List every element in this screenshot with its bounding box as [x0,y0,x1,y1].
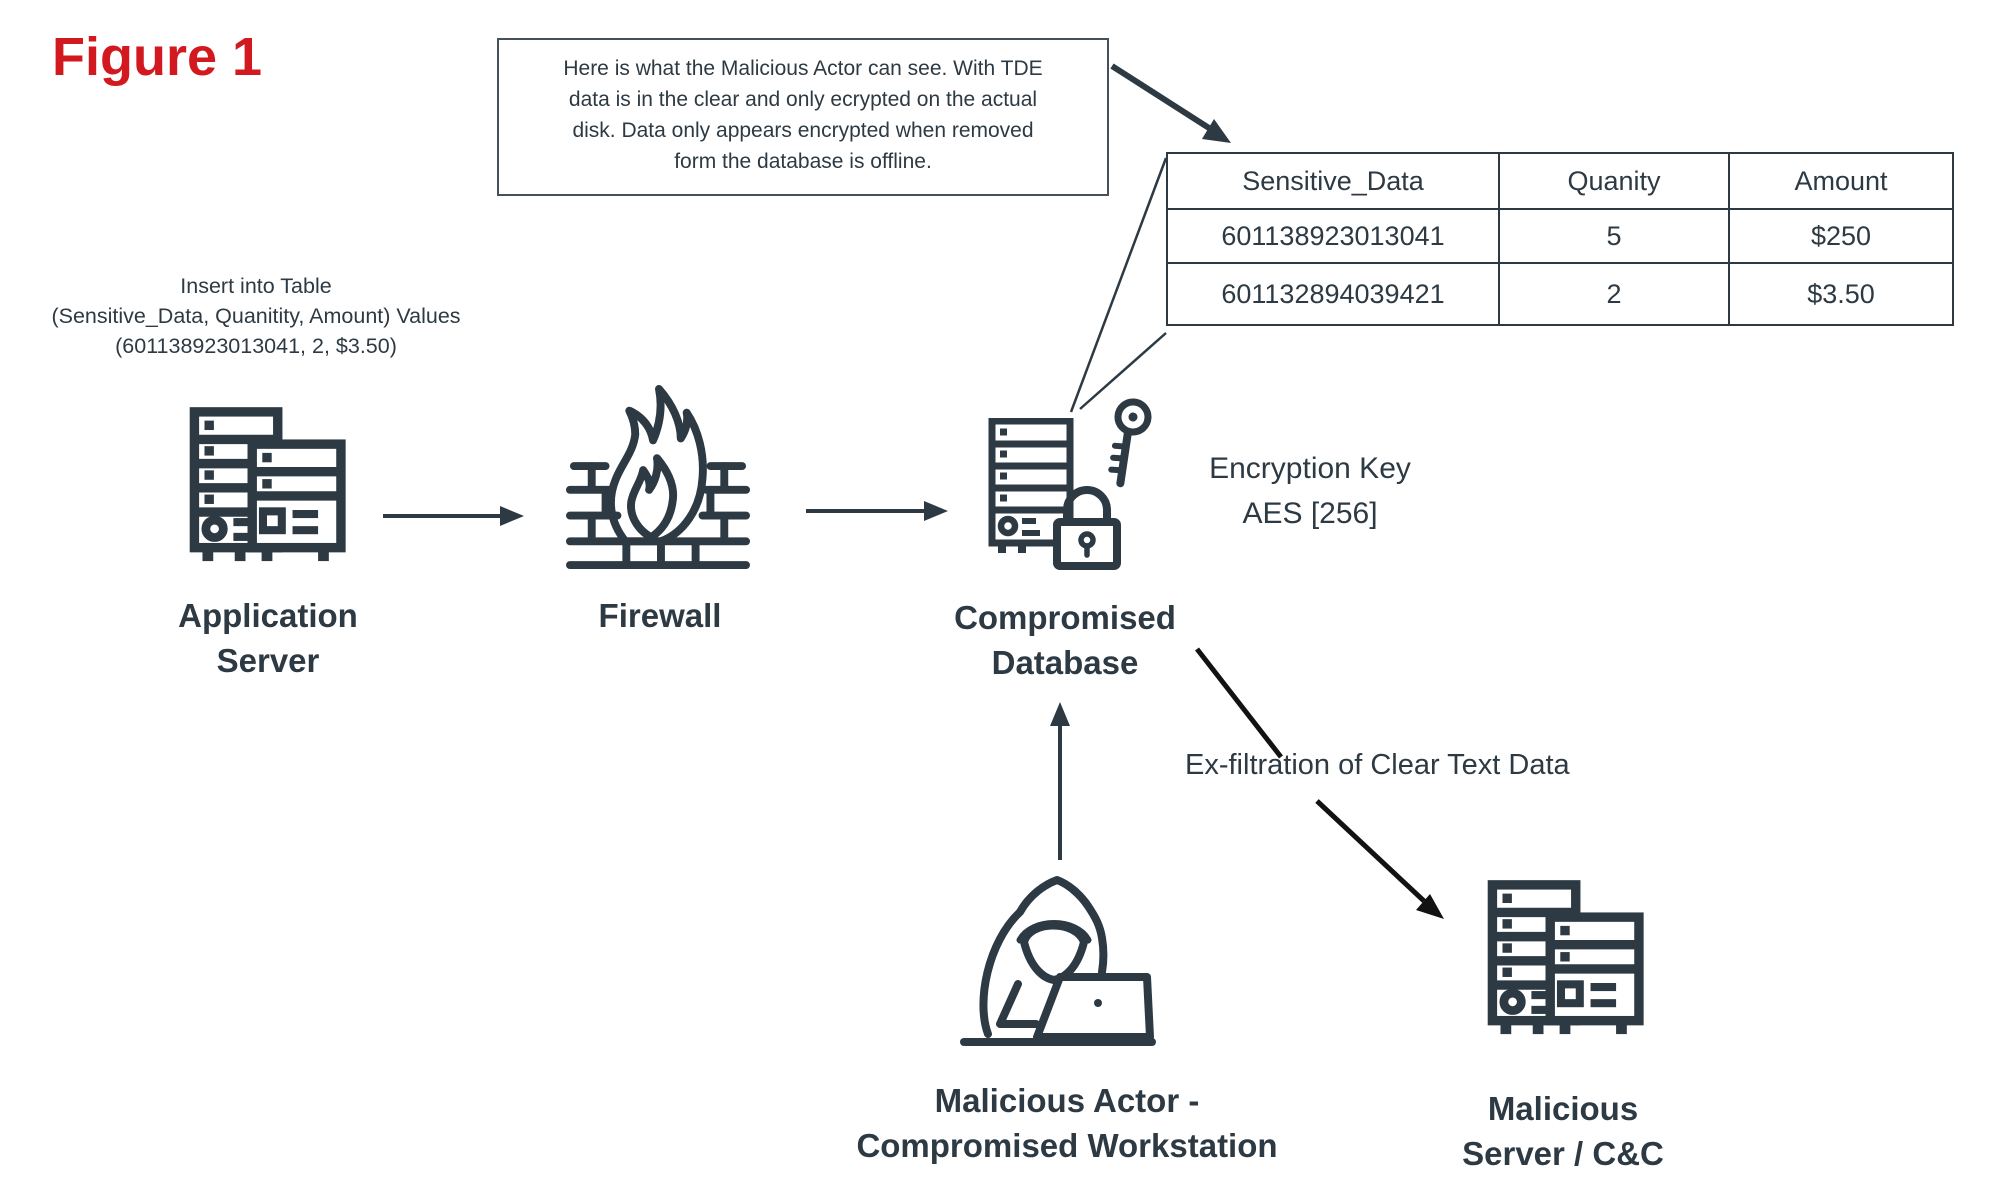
sensitive-data-table: Sensitive_Data Quanity Amount 6011389230… [1166,152,1954,326]
arrow-actor-to-database [1050,702,1070,860]
malicious-server-icon [1487,880,1644,1035]
malicious-server-label: Malicious Server / C&C [1462,1090,1664,1172]
exfiltration-label: Ex-filtration of Clear Text Data [1185,749,1570,781]
cell-amount: $3.50 [1728,262,1954,326]
arrow-callout-to-table [1110,63,1231,143]
table-header-row: Sensitive_Data Quanity Amount [1166,152,1954,210]
figure-title: Figure 1 [52,27,263,87]
arrow-exfiltration [1195,647,1444,919]
table-header-quanity: Quanity [1498,152,1730,210]
cell-quanity: 2 [1498,262,1730,326]
application-server-icon [189,407,346,562]
cell-quanity: 5 [1498,208,1730,264]
table-header-amount: Amount [1728,152,1954,210]
padlock-icon [1053,486,1121,570]
tde-callout-text: Here is what the Malicious Actor can see… [563,57,1043,173]
table-header-sensitive-data: Sensitive_Data [1166,152,1500,210]
cell-sensitive-data: 601138923013041 [1166,208,1500,264]
arrow-firewall-to-database [806,501,948,521]
hacker-workstation-icon [960,876,1156,1046]
application-server-label: Application Server [178,597,358,679]
arrow-appserver-to-firewall [383,506,524,526]
encryption-key-label: Encryption Key AES [256] [1209,452,1411,530]
tde-callout-box: Here is what the Malicious Actor can see… [497,38,1109,196]
firewall-label: Firewall [598,597,722,634]
malicious-actor-label: Malicious Actor - Compromised Workstatio… [856,1082,1278,1164]
compromised-database-label: Compromised Database [954,599,1176,681]
sql-insert-note: Insert into Table (Sensitive_Data, Quani… [51,274,461,358]
table-row: 601138923013041 5 $250 [1166,208,1954,264]
table-callout-tail [1069,157,1168,413]
firewall-icon [566,384,750,569]
cell-amount: $250 [1728,208,1954,264]
table-row: 601132894039421 2 $3.50 [1166,262,1954,326]
cell-sensitive-data: 601132894039421 [1166,262,1500,326]
